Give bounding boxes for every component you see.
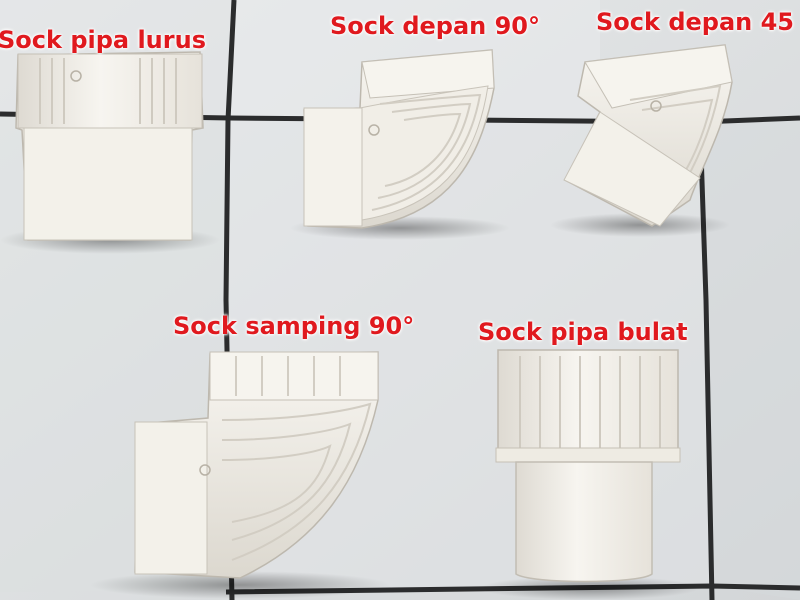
sock-pipa-lurus-image [15,51,204,241]
sock-pipa-bulat-image [495,349,681,583]
sock-depan-45-image [563,44,733,227]
label-sock-depan-90: Sock depan 90° [330,12,540,40]
sock-depan-90-image [303,49,495,229]
label-sock-pipa-bulat: Sock pipa bulat [478,318,688,346]
label-sock-samping-90: Sock samping 90° [173,312,415,340]
sock-samping-90-image [134,351,379,579]
label-sock-depan-45: Sock depan 45 [596,8,794,36]
label-sock-pipa-lurus: Sock pipa lurus [0,26,206,54]
